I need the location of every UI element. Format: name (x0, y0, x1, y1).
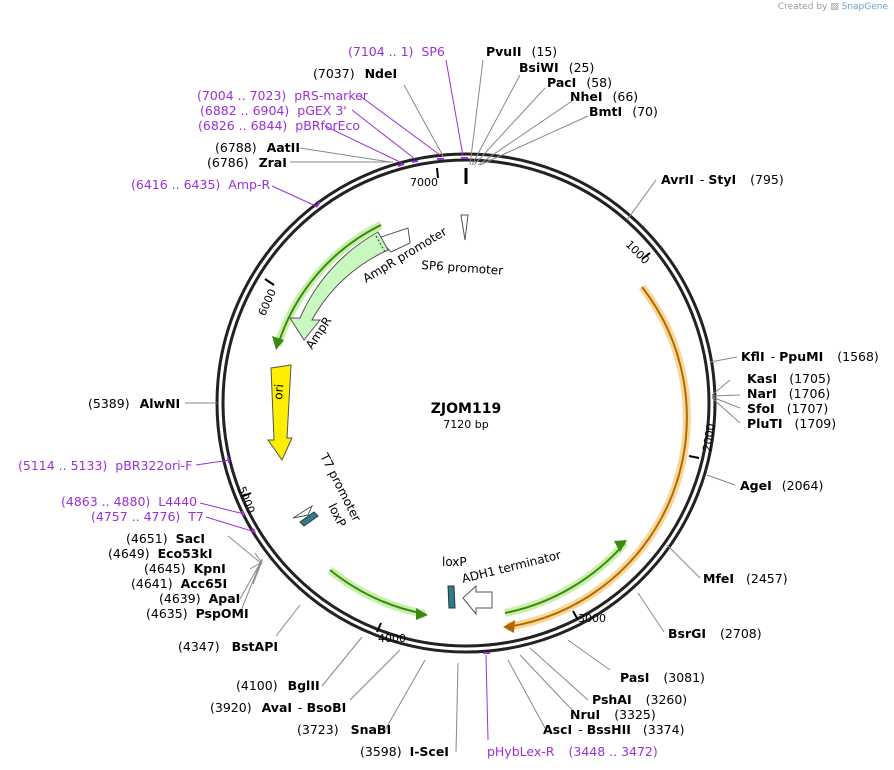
green-arrow-bottom-left-head (416, 608, 428, 620)
enzyme-eco53ki: (4649)Eco53kI (108, 546, 212, 561)
primer-prs-marker: (7004 .. 7023)pRS-marker (197, 88, 369, 103)
enzyme-saci: (4651)SacI (126, 531, 205, 546)
enzyme-alwni: (5389)AlwNI (88, 396, 180, 411)
adh1-terminator-label: ADH1 terminator (460, 548, 562, 586)
enzyme-avrii-styi: AvrII-StyI(795) (661, 172, 784, 187)
primer-marks (227, 157, 490, 654)
enzyme-zrai: (6786)ZraI (207, 155, 287, 170)
primer-l4440: (4863 .. 4880)L4440 (61, 494, 197, 509)
tick-label-3000: 3000 (578, 612, 606, 625)
primer-labels: (7104 .. 1)SP6 (7004 .. 7023)pRS-marker … (18, 44, 658, 759)
credit-prefix: Created by (777, 2, 828, 12)
enzyme-pshai: PshAI(3260) (592, 692, 687, 707)
snapgene-credit: Created by ▧ SnapGene (778, 2, 888, 12)
enzyme-nari: NarI(1706) (747, 386, 830, 401)
primer-phyblex-r: pHybLex-R(3448 .. 3472) (487, 744, 658, 759)
enzyme-pspomi: (4635)PspOMI (146, 606, 249, 621)
sp6-promoter-label: SP6 promoter (421, 258, 504, 278)
credit-brand: SnapGene (841, 2, 888, 12)
enzyme-kasi: KasI(1705) (747, 371, 831, 386)
green-arrow-bottom-left-glow (327, 566, 426, 618)
tick-label-4000: 4000 (378, 632, 406, 645)
enzyme-pasi: PasI(3081) (620, 670, 705, 685)
green-arrow-top-left (277, 224, 382, 346)
backbone-inner (221, 158, 711, 648)
enzyme-snabi: (3723)SnaBI (297, 722, 391, 737)
primer-amp-r: (6416 .. 6435)Amp-R (131, 177, 270, 192)
tick-marks (240, 167, 700, 633)
ori-label: ori (271, 383, 286, 400)
primer-t7: (4757 .. 4776)T7 (91, 509, 204, 524)
t7-promoter-shape (292, 504, 314, 519)
enzyme-labels: PvuII(15) BsiWI(25) PacI(58) NheI(66) Bm… (88, 44, 879, 759)
enzyme-bmti: BmtI(70) (589, 104, 658, 119)
enzyme-asci-bsshii: AscI-BssHII(3374) (543, 722, 684, 737)
enzyme-bsiwi: BsiWI(25) (519, 60, 594, 75)
plasmid-name: ZJOM119 (431, 401, 501, 417)
loxp-2-label: loxP (442, 555, 467, 569)
enzyme-iscei: (3598)I-SceI (360, 744, 449, 759)
enzyme-agei: AgeI(2064) (740, 478, 823, 493)
enzyme-paci: PacI(58) (547, 75, 612, 90)
enzyme-apai: (4639)ApaI (159, 591, 240, 606)
orange-feature-arc (506, 286, 688, 628)
tick-label-6000: 6000 (256, 287, 279, 318)
green-arrow-bottom-right-head (614, 540, 627, 552)
enzyme-nhei: NheI(66) (570, 89, 638, 104)
tick-label-2000: 2000 (700, 423, 717, 453)
primer-pbrforeco: (6826 .. 6844)pBRforEco (198, 118, 360, 133)
enzyme-sfoi: SfoI(1707) (747, 401, 828, 416)
plasmid-length: 7120 bp (443, 418, 488, 431)
ampr-feature-shape (289, 231, 389, 341)
enzyme-kpni: (4645)KpnI (144, 561, 226, 576)
primer-pgex: (6882 .. 6904)pGEX 3' (200, 103, 347, 118)
enzyme-mfei: MfeI(2457) (703, 571, 788, 586)
snapgene-logo-icon: ▧ (830, 2, 839, 12)
orange-feature-arrowhead (503, 620, 515, 633)
enzyme-bsrgi: BsrGI(2708) (668, 626, 762, 641)
green-arrow-top-left-head (272, 336, 284, 350)
primer-pbr322ori-f: (5114 .. 5133)pBR322ori-F (18, 458, 192, 473)
loxp-1-shape (299, 511, 319, 527)
sp6-promoter-shape (460, 214, 469, 241)
enzyme-leader-lines (185, 59, 741, 753)
primer-sp6: (7104 .. 1)SP6 (348, 44, 445, 59)
green-arrow-bottom-left (329, 569, 426, 615)
orange-feature-glow (506, 284, 691, 631)
enzyme-pvuii: PvuII(15) (486, 44, 557, 59)
primer-leader-lines (195, 59, 489, 741)
enzyme-pluti: PluTI(1709) (747, 416, 836, 431)
loxp-2-shape (447, 585, 456, 609)
tick-label-7000: 7000 (410, 176, 438, 189)
enzyme-aatii: (6788)AatII (215, 140, 300, 155)
ampr-divider (375, 235, 386, 253)
adh1-terminator-shape (462, 584, 493, 616)
ori-shape (267, 364, 293, 462)
enzyme-ndei: (7037)NdeI (313, 66, 397, 81)
enzyme-nrui: NruI(3325) (570, 707, 656, 722)
enzyme-kfli-ppumi: KflI-PpuMI(1568) (741, 349, 879, 364)
enzyme-bstapi: (4347)BstAPI (178, 639, 278, 654)
enzyme-avai-bsobi: (3920)AvaI-BsoBI (210, 700, 346, 715)
enzyme-bglii: (4100)BglII (236, 678, 320, 693)
enzyme-acc65i: (4641)Acc65I (131, 576, 227, 591)
green-arrow-bottom-right (504, 542, 626, 614)
